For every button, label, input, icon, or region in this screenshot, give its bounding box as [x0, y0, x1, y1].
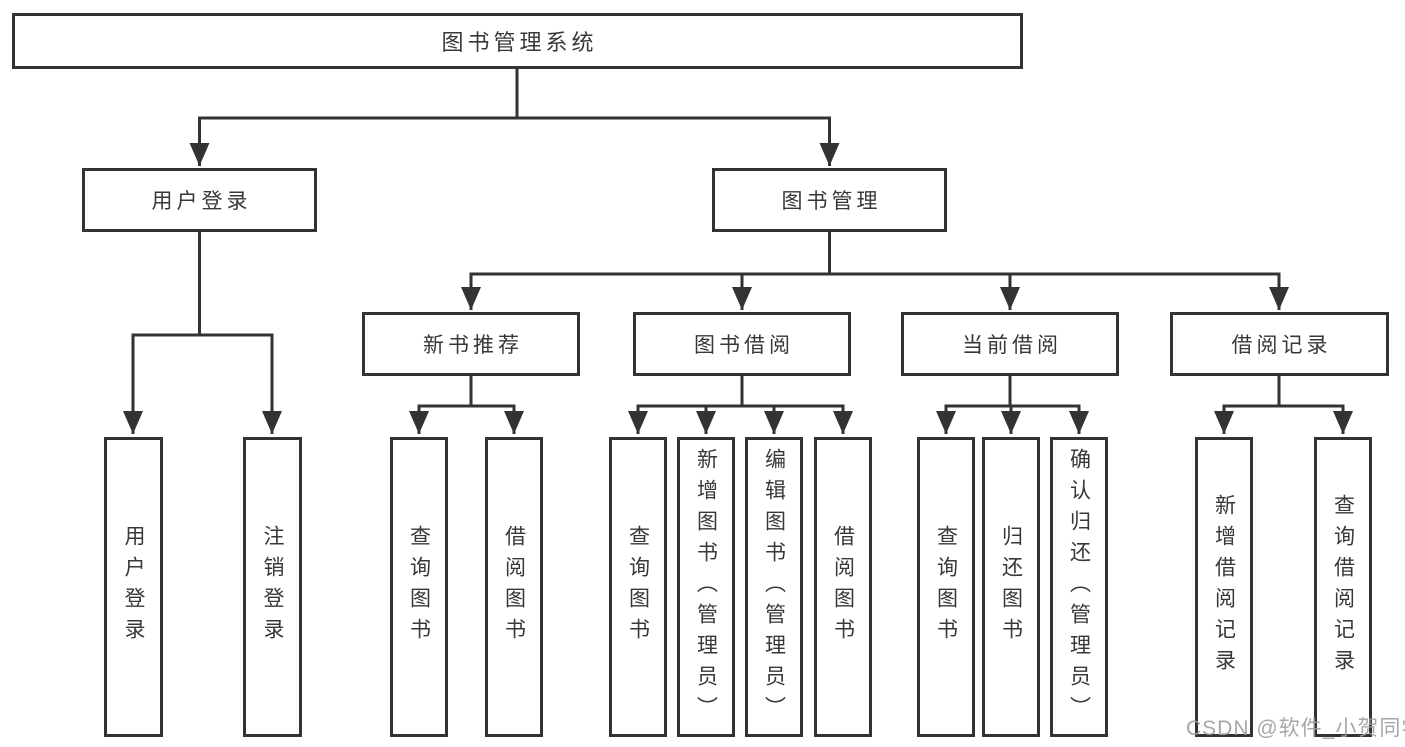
leaf-add-book-admin-label: 新增图书（管理员）	[694, 447, 718, 727]
node-root-label: 图书管理系统	[441, 30, 598, 55]
node-book-management-label: 图书管理	[781, 190, 882, 213]
leaf-return-book: 归还图书	[982, 437, 1040, 737]
leaf-borrow-books-2-label: 借阅图书	[831, 525, 855, 649]
leaf-user-login-label: 用户登录	[122, 525, 146, 649]
node-user-login-label: 用户登录	[151, 190, 252, 213]
connector-root-to-level2	[198, 69, 831, 120]
leaf-add-book-admin: 新增图书（管理员）	[677, 437, 735, 737]
node-book-borrow: 图书借阅	[633, 312, 851, 376]
node-new-book-recommend: 新书推荐	[362, 312, 580, 376]
node-current-borrow-label: 当前借阅	[962, 334, 1062, 357]
leaf-confirm-return-admin: 确认归还（管理员）	[1050, 437, 1108, 737]
leaf-borrow-books-recommend-label: 借阅图书	[502, 525, 526, 649]
node-book-borrow-label: 图书借阅	[694, 334, 794, 357]
node-book-management: 图书管理	[712, 168, 947, 232]
leaf-query-borrow-record-label: 查询借阅记录	[1331, 494, 1355, 680]
connector-borrow-records	[1222, 376, 1345, 408]
leaf-return-book-label: 归还图书	[999, 525, 1023, 649]
node-borrow-records: 借阅记录	[1170, 312, 1389, 376]
node-current-borrow: 当前借阅	[901, 312, 1119, 376]
node-new-book-recommend-label: 新书推荐	[423, 334, 523, 357]
node-user-login: 用户登录	[82, 168, 317, 232]
leaf-edit-book-admin-label: 编辑图书（管理员）	[762, 447, 786, 727]
leaf-query-books-recommend: 查询图书	[390, 437, 448, 737]
connector-management-to-sections	[469, 232, 1281, 276]
leaf-query-books-current: 查询图书	[917, 437, 975, 737]
leaf-query-books-borrow-label: 查询图书	[626, 525, 650, 649]
leaf-add-borrow-record-label: 新增借阅记录	[1212, 494, 1236, 680]
leaf-logout: 注销登录	[243, 437, 302, 737]
leaf-add-borrow-record: 新增借阅记录	[1195, 437, 1253, 737]
leaf-confirm-return-admin-label: 确认归还（管理员）	[1067, 447, 1091, 727]
connector-login-branch	[131, 232, 274, 337]
leaf-query-books-recommend-label: 查询图书	[407, 525, 431, 649]
leaf-query-books-borrow: 查询图书	[609, 437, 667, 737]
leaf-edit-book-admin: 编辑图书（管理员）	[745, 437, 803, 737]
leaf-borrow-books-2: 借阅图书	[814, 437, 872, 737]
connector-book-borrow	[636, 376, 845, 408]
node-root: 图书管理系统	[12, 13, 1023, 69]
connector-new-book-recommend	[417, 376, 516, 408]
watermark: CSDN @软件_小贺同学	[1186, 717, 1405, 740]
leaf-query-borrow-record: 查询借阅记录	[1314, 437, 1372, 737]
node-borrow-records-label: 借阅记录	[1231, 334, 1332, 357]
leaf-query-books-current-label: 查询图书	[934, 525, 958, 649]
connector-current-borrow	[944, 376, 1081, 408]
leaf-borrow-books-recommend: 借阅图书	[485, 437, 543, 737]
leaf-user-login: 用户登录	[104, 437, 163, 737]
leaf-logout-label: 注销登录	[261, 525, 285, 649]
